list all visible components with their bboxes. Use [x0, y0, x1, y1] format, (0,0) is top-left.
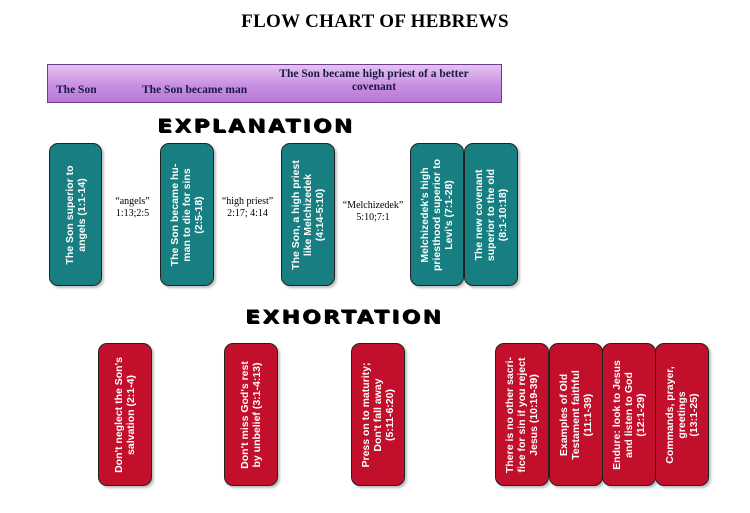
exhortation-heading: EXHORTATION — [245, 306, 444, 328]
explanation-box-angels: The Son superior to angels (1:1-14) — [49, 143, 102, 286]
exhortation-box-sacrifice: There is no other sacri- fice for sin if… — [495, 343, 549, 486]
box-text: The Son superior to angels (1:1-14) — [63, 164, 88, 265]
box-text: There is no other sacri- fice for sin if… — [504, 356, 540, 473]
explanation-box-melchizedek: Melchizedek's high priesthood superior t… — [410, 143, 464, 286]
explanation-box-new-covenant: The new covenant superior to the old (8:… — [464, 143, 518, 286]
box-text: The new covenant superior to the old (8:… — [473, 168, 509, 261]
explanation-box-high-priest: The Son, a high priest like Melchizedek … — [281, 143, 335, 286]
box-text: Examples of Old Testament faithful (11:1… — [558, 369, 594, 460]
exhortation-box-salvation: Don't neglect the Son's salvation (2:1-4… — [98, 343, 152, 486]
explanation-heading: EXPLANATION — [157, 115, 355, 137]
box-text: Melchizedek's high priesthood superior t… — [419, 158, 455, 271]
bar-label-high-priest: The Son became high priest of a better c… — [279, 68, 469, 93]
bar-label-son: The Son — [56, 84, 97, 96]
box-text: The Son, a high priest like Melchizedek … — [290, 159, 326, 270]
cross-ref-angels: “angels” 1:13;2:5 — [115, 196, 150, 219]
bar-label-son-man: The Son became man — [142, 84, 248, 96]
cross-ref-high-priest: “high priest” 2:17; 4:14 — [221, 196, 274, 219]
chart-title: FLOW CHART OF HEBREWS — [241, 11, 509, 32]
cross-ref-melchizedek: “Melchizedek” 5:10;7:1 — [342, 200, 404, 223]
explanation-box-became-man: The Son became hu- man to die for sins (… — [160, 143, 214, 286]
box-text: Endure: look to Jesus and listen to God … — [611, 359, 647, 470]
box-text: Don't miss God's rest by unbelief (3:1-4… — [239, 360, 263, 469]
box-text: Don't neglect the Son's salvation (2:1-4… — [113, 356, 137, 473]
exhortation-box-faithful: Examples of Old Testament faithful (11:1… — [549, 343, 603, 486]
box-text: The Son became hu- man to die for sins (… — [169, 163, 205, 266]
exhortation-box-rest: Don't miss God's rest by unbelief (3:1-4… — [224, 343, 278, 486]
exhortation-box-maturity: Press on to maturity; Don't fall away (5… — [351, 343, 405, 486]
exhortation-box-endure: Endure: look to Jesus and listen to God … — [602, 343, 656, 486]
exhortation-box-commands: Commands, prayer, greetings (13:1-25) — [655, 343, 709, 486]
overview-bar: The Son The Son became man The Son becam… — [47, 64, 502, 103]
box-text: Press on to maturity; Don't fall away (5… — [360, 361, 396, 468]
box-text: Commands, prayer, greetings (13:1-25) — [664, 365, 700, 464]
